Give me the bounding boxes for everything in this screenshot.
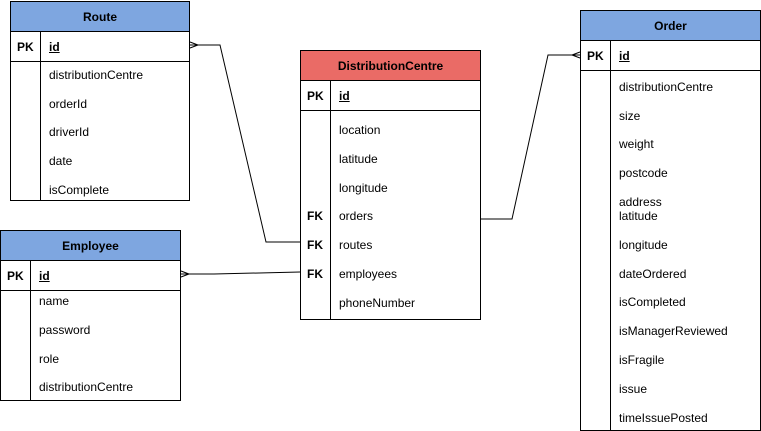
- order-title: Order: [654, 18, 687, 33]
- route-pk-field: id: [49, 39, 60, 54]
- order-key-column-body: [581, 71, 611, 430]
- distribution-centre-pk-row[interactable]: PK id: [301, 81, 480, 111]
- route-entity[interactable]: Route PK id distributionCentre orderId d…: [10, 1, 190, 201]
- route-pk-label: PK: [17, 39, 34, 54]
- order-pk-field: id: [619, 48, 630, 63]
- route-field[interactable]: driverId: [49, 125, 90, 139]
- order-pk-label: PK: [587, 48, 604, 63]
- employee-entity[interactable]: Employee PK id name password role distri…: [0, 230, 181, 401]
- order-field[interactable]: isManagerReviewed: [619, 324, 728, 338]
- distribution-centre-field[interactable]: orders: [339, 209, 374, 223]
- route-field[interactable]: distributionCentre: [49, 68, 144, 82]
- order-header: Order: [581, 11, 760, 41]
- distribution-centre-key-column-body: [301, 111, 331, 319]
- order-field[interactable]: latitude: [619, 209, 658, 223]
- employee-key-column: [1, 261, 31, 290]
- order-field[interactable]: weight: [619, 137, 654, 151]
- order-field[interactable]: postcode: [619, 166, 668, 180]
- employee-field[interactable]: name: [39, 294, 70, 308]
- employee-pk-label: PK: [7, 268, 24, 283]
- distribution-centre-pk-label: PK: [307, 88, 324, 103]
- connector-route-routes: [190, 44, 300, 243]
- order-field[interactable]: longitude: [619, 238, 668, 252]
- distribution-centre-field[interactable]: routes: [339, 238, 373, 252]
- order-field[interactable]: isCompleted: [619, 295, 686, 309]
- route-field[interactable]: orderId: [49, 97, 88, 111]
- distribution-centre-fields: location latitude longitude FK orders FK…: [301, 111, 480, 319]
- order-field[interactable]: dateOrdered: [619, 267, 687, 281]
- employee-field[interactable]: role: [39, 352, 60, 366]
- route-field[interactable]: isComplete: [49, 183, 110, 197]
- order-entity[interactable]: Order PK id distributionCentre size weig…: [580, 10, 761, 431]
- employee-pk-field: id: [39, 268, 50, 283]
- route-key-column: [11, 32, 41, 61]
- order-field[interactable]: address: [619, 195, 662, 209]
- order-field[interactable]: isFragile: [619, 353, 665, 367]
- order-pk-row[interactable]: PK id: [581, 41, 760, 71]
- order-key-column: [581, 41, 611, 70]
- route-pk-row[interactable]: PK id: [11, 32, 189, 62]
- order-field[interactable]: distributionCentre: [619, 80, 714, 94]
- route-key-column-body: [11, 62, 41, 200]
- route-title: Route: [83, 9, 117, 24]
- distribution-centre-field[interactable]: latitude: [339, 152, 378, 166]
- distribution-centre-field[interactable]: phoneNumber: [339, 296, 416, 310]
- route-field[interactable]: date: [49, 154, 73, 168]
- distribution-centre-entity[interactable]: DistributionCentre PK id location latitu…: [300, 50, 481, 320]
- crows-foot-route: [189, 41, 200, 49]
- fk-label-employees: FK: [307, 267, 323, 281]
- fk-label-orders: FK: [307, 209, 323, 223]
- distribution-centre-field[interactable]: location: [339, 123, 381, 137]
- distribution-centre-header: DistributionCentre: [301, 51, 480, 81]
- fk-label-routes: FK: [307, 238, 323, 252]
- route-header: Route: [11, 2, 189, 32]
- route-fields: distributionCentre orderId driverId date…: [11, 62, 189, 200]
- distribution-centre-key-column: [301, 81, 331, 110]
- employee-field[interactable]: password: [39, 323, 91, 337]
- distribution-centre-pk-field: id: [339, 88, 350, 103]
- connector-orders-order: [480, 54, 580, 220]
- employee-header: Employee: [1, 231, 180, 261]
- order-field[interactable]: issue: [619, 382, 648, 396]
- employee-field[interactable]: distributionCentre: [39, 380, 134, 394]
- order-fields: distributionCentre size weight postcode …: [581, 71, 760, 430]
- employee-pk-row[interactable]: PK id: [1, 261, 180, 291]
- crows-foot-employee: [180, 270, 191, 278]
- crows-foot-order: [570, 51, 581, 59]
- distribution-centre-field[interactable]: employees: [339, 267, 398, 281]
- employee-fields: name password role distributionCentre: [1, 291, 180, 400]
- employee-key-column-body: [1, 291, 31, 400]
- distribution-centre-field[interactable]: longitude: [339, 181, 388, 195]
- order-field[interactable]: timeIssuePosted: [619, 411, 708, 425]
- employee-title: Employee: [62, 238, 119, 253]
- distribution-centre-title: DistributionCentre: [337, 58, 444, 73]
- order-field[interactable]: size: [619, 109, 641, 123]
- connector-employee-employees: [181, 271, 301, 275]
